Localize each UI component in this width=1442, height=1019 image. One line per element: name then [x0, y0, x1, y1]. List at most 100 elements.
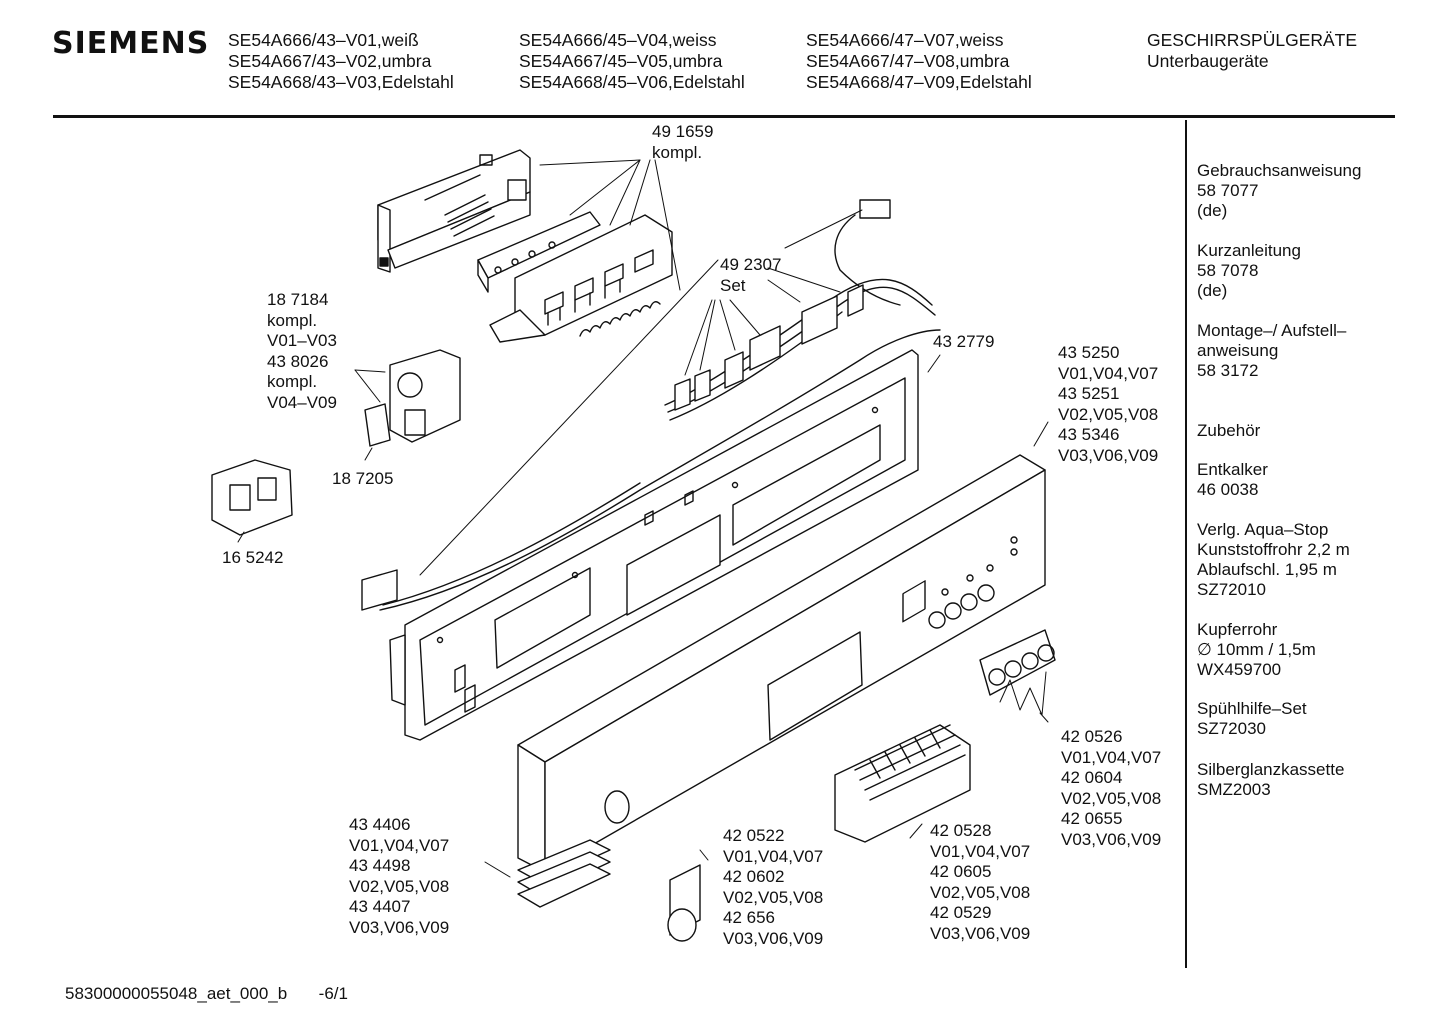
part-label-49-2307: 49 2307 Set	[720, 255, 781, 296]
part-label-18-7184: 18 7184 kompl. V01–V03 43 8026 kompl. V0…	[267, 290, 337, 413]
part-variant: V03,V06,V09	[1061, 829, 1162, 849]
sidebar-line: SZ72010	[1197, 580, 1266, 599]
part-variant: V03,V06,V09	[723, 928, 824, 948]
category-title: GESCHIRRSPÜLGERÄTE	[1147, 30, 1358, 50]
model-line: SE54A667/45–V05,umbra	[519, 51, 723, 71]
part-variant: V02,V05,V08	[349, 876, 450, 896]
part-note: Set	[720, 275, 746, 295]
control-circuit-board	[477, 211, 601, 293]
part-note: kompl.	[652, 142, 703, 162]
sidebar-line: Ablaufschl. 1,95 m	[1197, 560, 1337, 579]
part-number: 42 0655	[1061, 809, 1123, 828]
front-fascia-panel	[517, 454, 1046, 873]
document-id: 58300000055048_aet_000_b	[65, 984, 288, 1003]
sidebar-line: Gebrauchsanweisung	[1197, 161, 1362, 180]
sidebar-line: Kunststoffrohr 2,2 m	[1197, 540, 1350, 559]
sidebar-block-descaler: Entkalker 46 0038	[1197, 460, 1268, 500]
sidebar-line: 58 7077	[1197, 181, 1259, 200]
part-number: 42 0522	[723, 826, 785, 845]
sidebar-line: Verlg. Aqua–Stop	[1197, 520, 1329, 539]
sidebar-line: Silberglanzkassette	[1197, 760, 1345, 779]
part-number: 43 4498	[349, 856, 411, 875]
knob-buttons	[979, 629, 1056, 696]
part-variant: V01,V04,V07	[930, 841, 1031, 861]
part-label-18-7205: 18 7205	[332, 469, 393, 490]
sidebar-line: Montage–/ Aufstell–	[1197, 321, 1347, 340]
part-variant: V03,V06,V09	[930, 923, 1031, 943]
mains-switch	[364, 349, 461, 447]
model-list-45: SE54A666/45–V04,weiss SE54A667/45–V05,um…	[519, 30, 745, 93]
sidebar-line: (de)	[1197, 281, 1228, 300]
part-label-43-4406: 43 4406 V01,V04,V07 43 4498 V02,V05,V08 …	[349, 815, 449, 938]
part-variant: V01,V04,V07	[349, 835, 450, 855]
sidebar-divider	[1185, 120, 1187, 968]
document-footer: 58300000055048_aet_000_b -6/1	[65, 984, 348, 1004]
model-line: SE54A668/45–V06,Edelstahl	[519, 72, 745, 92]
sidebar-line: 58 3172	[1197, 361, 1259, 380]
exploded-parts-drawing	[211, 149, 1056, 942]
wiring-harness	[361, 199, 941, 611]
part-label-42-0526: 42 0526 V01,V04,V07 42 0604 V02,V05,V08 …	[1061, 727, 1161, 850]
model-line: SE54A667/47–V08,umbra	[806, 51, 1010, 71]
part-label-43-2779: 43 2779	[933, 332, 994, 353]
leader-49-2307	[419, 209, 863, 576]
dispenser-insert	[834, 724, 971, 843]
part-number: 49 1659	[652, 122, 714, 141]
part-number: 16 5242	[222, 548, 284, 567]
part-variant: V02,V05,V08	[1061, 788, 1162, 808]
part-number: 42 656	[723, 908, 775, 927]
part-note: kompl.	[267, 372, 318, 391]
sidebar-block-accessories: Zubehör	[1197, 421, 1260, 441]
part-label-16-5242: 16 5242	[222, 548, 283, 569]
sidebar-line: Spühlhilfe–Set	[1197, 699, 1307, 718]
model-line: SE54A667/43–V02,umbra	[228, 51, 432, 71]
part-variant: V01,V04,V07	[1061, 747, 1162, 767]
model-line: SE54A666/47–V07,weiss	[806, 30, 1004, 50]
electronics-module	[489, 214, 673, 343]
part-variant: V02,V05,V08	[1058, 404, 1159, 424]
part-number: 42 0526	[1061, 727, 1123, 746]
model-list-47: SE54A666/47–V07,weiss SE54A667/47–V08,um…	[806, 30, 1032, 93]
part-label-42-0522: 42 0522 V01,V04,V07 42 0602 V02,V05,V08 …	[723, 826, 823, 949]
part-number: 18 7205	[332, 469, 394, 488]
part-variant: V03,V06,V09	[1058, 445, 1159, 465]
model-line: SE54A668/47–V09,Edelstahl	[806, 72, 1032, 92]
part-number: 18 7184	[267, 290, 329, 309]
model-line: SE54A666/45–V04,weiss	[519, 30, 717, 50]
sidebar-block-quick-guide: Kurzanleitung 58 7078 (de)	[1197, 241, 1301, 301]
part-variant: V01,V04,V07	[1058, 363, 1159, 383]
part-number: 42 0605	[930, 862, 992, 881]
part-number: 42 0528	[930, 821, 992, 840]
part-label-43-5250: 43 5250 V01,V04,V07 43 5251 V02,V05,V08 …	[1058, 343, 1158, 466]
part-label-49-1659: 49 1659 kompl.	[652, 122, 713, 163]
trim-strips	[517, 839, 611, 908]
part-number: 43 8026	[267, 351, 329, 371]
sidebar-line: ∅ 10mm / 1,5m	[1197, 640, 1316, 659]
sidebar-block-copper-pipe: Kupferrohr ∅ 10mm / 1,5m WX459700	[1197, 620, 1316, 680]
brand-logo: SIEMENS	[52, 26, 210, 61]
accessory-sidebar: Gebrauchsanweisung 58 7077 (de) Kurzanle…	[1197, 161, 1437, 861]
part-variant: V01,V04,V07	[723, 846, 824, 866]
model-line: SE54A668/43–V03,Edelstahl	[228, 72, 454, 92]
appliance-category: GESCHIRRSPÜLGERÄTE Unterbaugeräte	[1147, 30, 1357, 72]
part-variant: V02,V05,V08	[930, 882, 1031, 902]
category-subtitle: Unterbaugeräte	[1147, 51, 1269, 71]
part-number: 43 4406	[349, 815, 411, 834]
model-line: SE54A666/43–V01,weiß	[228, 30, 419, 50]
control-module-housing	[377, 149, 531, 273]
sidebar-block-silver-cassette: Silberglanzkassette SMZ2003	[1197, 760, 1344, 800]
sidebar-block-user-manual: Gebrauchsanweisung 58 7077 (de)	[1197, 161, 1361, 221]
part-number: 43 5250	[1058, 343, 1120, 362]
part-number: 42 0529	[930, 903, 992, 922]
relay-block	[211, 459, 293, 536]
sidebar-line: SZ72030	[1197, 719, 1266, 738]
sidebar-line: Entkalker	[1197, 460, 1268, 479]
sidebar-block-aquastop: Verlg. Aqua–Stop Kunststoffrohr 2,2 m Ab…	[1197, 520, 1350, 600]
sidebar-line: anweisung	[1197, 341, 1279, 360]
sidebar-line: Kupferrohr	[1197, 620, 1278, 639]
part-number: 49 2307	[720, 255, 782, 274]
door-handle-button	[667, 864, 701, 942]
part-number: 43 2779	[933, 332, 995, 351]
part-note: kompl.	[267, 310, 318, 330]
part-variant: V01–V03	[267, 331, 337, 350]
